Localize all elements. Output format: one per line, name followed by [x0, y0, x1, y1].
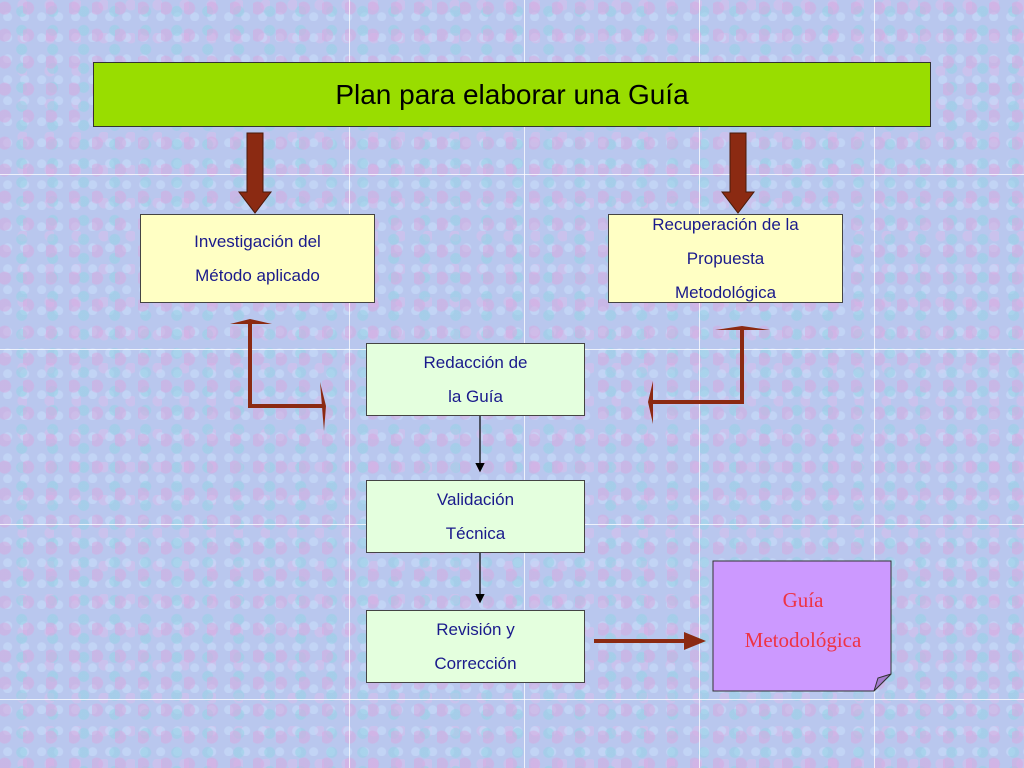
- redaccion-line1: Redacción de: [423, 352, 528, 372]
- recuperacion-line2: Propuesta: [686, 248, 765, 268]
- elbow-arrow-left: [248, 324, 324, 408]
- recuperacion-box: Recuperación de la Propuesta Metodológic…: [608, 214, 843, 303]
- revision-line2: Corrección: [434, 653, 517, 673]
- page-title-text: Plan para elaborar una Guía: [335, 78, 689, 110]
- redaccion-line2: la Guía: [448, 386, 503, 406]
- recuperacion-line3: Metodológica: [674, 282, 777, 302]
- background-gridline: [349, 0, 350, 768]
- background-gridline: [0, 699, 1024, 700]
- output-note: [712, 560, 892, 692]
- validacion-line2: Técnica: [445, 523, 506, 543]
- down-arrow-left: [237, 132, 273, 214]
- output-line1: Guía: [782, 588, 824, 612]
- elbow-arrow-right-head-left: [648, 381, 653, 424]
- validacion-line1: Validación: [436, 489, 515, 509]
- revision-line1: Revisión y: [436, 619, 515, 639]
- background-gridline: [699, 0, 700, 768]
- investigacion-box: Investigación del Método aplicado: [140, 214, 375, 303]
- redaccion-box: Redacción de la Guía: [366, 343, 585, 416]
- validacion-box: Validación Técnica: [366, 480, 585, 553]
- elbow-arrow-left-head-right: [320, 382, 326, 431]
- down-arrow-right: [720, 132, 756, 214]
- elbow-arrow-left-head-top: [230, 319, 272, 324]
- recuperacion-line1: Recuperación de la: [652, 214, 799, 234]
- output-note-text: Guía Metodológica: [713, 570, 893, 670]
- elbow-arrow-right-head-top: [715, 326, 770, 330]
- background-gridline: [0, 174, 1024, 175]
- revision-box: Revisión y Corrección: [366, 610, 585, 683]
- arrow-revision-output-head: [684, 632, 706, 650]
- page-title: Plan para elaborar una Guía: [93, 62, 931, 127]
- investigacion-line2: Método aplicado: [195, 265, 320, 285]
- elbow-arrow-right: [652, 330, 744, 404]
- background-gridline: [874, 0, 875, 768]
- output-line2: Metodológica: [744, 628, 862, 652]
- investigacion-line1: Investigación del: [194, 231, 321, 251]
